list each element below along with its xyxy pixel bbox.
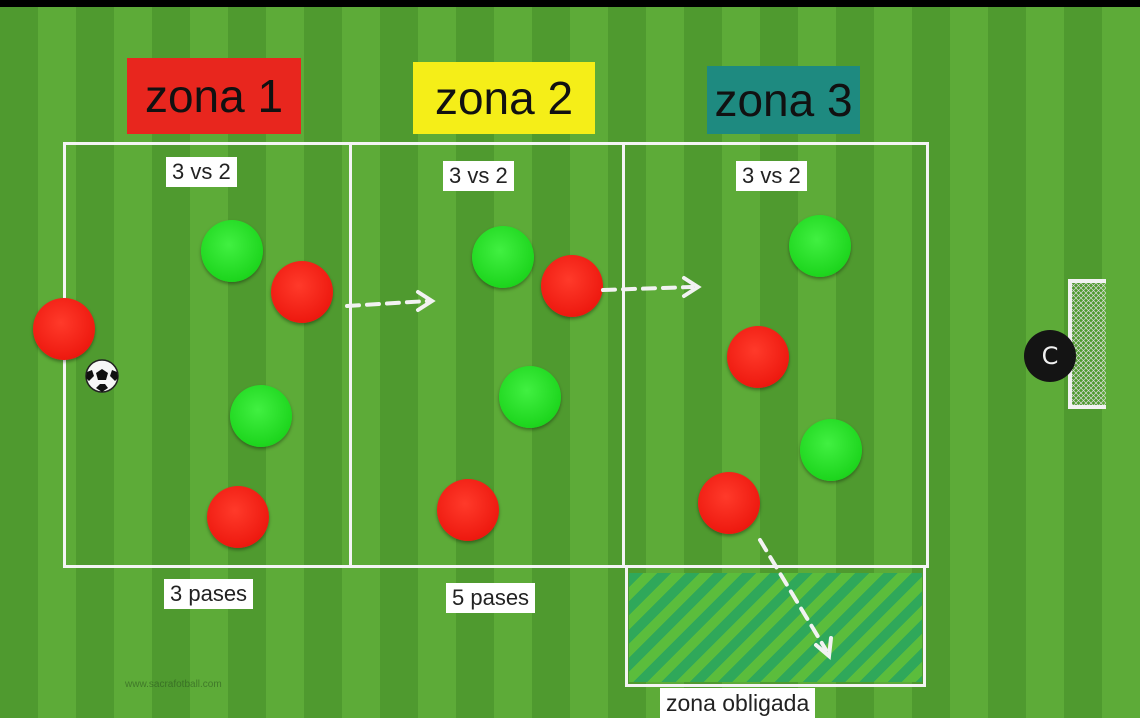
red-player-zone-3-a bbox=[727, 326, 789, 388]
zone-1-players-label: 3 vs 2 bbox=[166, 157, 237, 187]
zone-2-passes-label: 5 pases bbox=[446, 583, 536, 613]
green-player-zone-2-a bbox=[472, 226, 534, 288]
arrow-zone-2-to-3 bbox=[601, 276, 702, 298]
ball-icon bbox=[85, 359, 119, 393]
green-player-zone-1-a bbox=[201, 220, 263, 282]
zone-1-title: zona 1 bbox=[127, 58, 301, 134]
forced-zone-right-line bbox=[923, 568, 926, 686]
red-player-zone-1-a bbox=[271, 261, 333, 323]
zones-top-line bbox=[63, 142, 929, 145]
top-border bbox=[0, 0, 1140, 7]
forced-zone-area bbox=[629, 573, 922, 682]
goalkeeper: C bbox=[1024, 330, 1076, 382]
zone-2-title: zona 2 bbox=[413, 62, 595, 134]
watermark: www.sacrafotball.com bbox=[125, 679, 222, 690]
zone-3-title: zona 3 bbox=[707, 66, 860, 134]
zones-bottom-line bbox=[63, 565, 929, 568]
zone-3-right-line bbox=[926, 142, 929, 568]
arrow-zone-1-to-2 bbox=[345, 290, 436, 312]
zone-1-2-divider bbox=[349, 142, 352, 568]
forced-zone-label: zona obligada bbox=[660, 688, 816, 718]
green-player-zone-2-b bbox=[499, 366, 561, 428]
forced-zone-bottom-line bbox=[625, 684, 926, 687]
red-player-zone-2-b bbox=[437, 479, 499, 541]
zone-1-passes-label: 3 pases bbox=[164, 579, 254, 609]
green-player-zone-3-b bbox=[800, 419, 862, 481]
green-player-zone-1-b bbox=[230, 385, 292, 447]
arrow-to-forced-zone bbox=[758, 538, 833, 660]
green-player-zone-3-a bbox=[789, 215, 851, 277]
zone-3-players-label: 3 vs 2 bbox=[736, 161, 807, 191]
zone-2-3-divider bbox=[622, 142, 625, 568]
red-player-zone-1-b bbox=[207, 486, 269, 548]
red-player-zone-3-b bbox=[698, 472, 760, 534]
forced-zone-left-line bbox=[625, 568, 628, 686]
red-player-zone-2-a bbox=[541, 255, 603, 317]
red-player-outside bbox=[33, 298, 95, 360]
zone-2-players-label: 3 vs 2 bbox=[443, 161, 514, 191]
